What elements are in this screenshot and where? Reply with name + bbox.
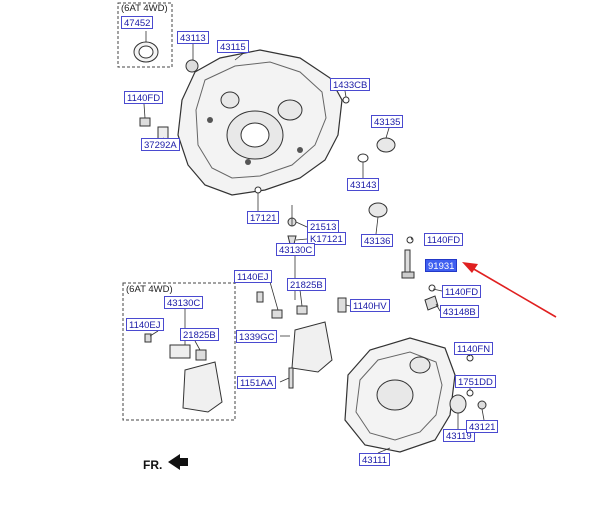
transmission-case-rear-drawing xyxy=(344,236,487,453)
part-label-43148b[interactable]: 43148B xyxy=(440,305,479,318)
part-label-91931-highlighted[interactable]: 91931 xyxy=(425,259,458,272)
part-label-1140fd-top[interactable]: 1140FD xyxy=(124,91,164,104)
front-direction-icon xyxy=(168,454,188,470)
part-label-1140fd-lower[interactable]: 1140FD xyxy=(442,285,482,298)
part-label-21825b-kit[interactable]: 21825B xyxy=(180,328,219,341)
oil-seal-drawing xyxy=(133,41,159,63)
part-label-43111[interactable]: 43111 xyxy=(359,453,391,466)
highlight-arrow xyxy=(462,262,557,318)
part-label-1140hv[interactable]: 1140HV xyxy=(350,299,390,312)
part-label-43136[interactable]: 43136 xyxy=(361,234,394,247)
part-label-1339gc[interactable]: 1339GC xyxy=(236,330,278,343)
kit-note-top: (6AT 4WD) xyxy=(121,3,168,14)
leader-lines xyxy=(143,31,485,454)
part-label-1151aa[interactable]: 1151AA xyxy=(237,376,277,389)
direction-label: FR. xyxy=(143,458,163,472)
mount-bracket-drawing xyxy=(144,291,347,413)
part-label-1751dd[interactable]: 1751DD xyxy=(455,375,496,388)
kit-box-left xyxy=(122,282,236,421)
kit-box-top xyxy=(117,2,173,68)
part-label-47452[interactable]: 47452 xyxy=(121,16,154,29)
part-label-43135[interactable]: 43135 xyxy=(371,115,404,128)
part-label-1140fn[interactable]: 1140FN xyxy=(454,342,494,355)
part-label-1433cb[interactable]: 1433CB xyxy=(330,78,371,91)
transmission-case-front-drawing xyxy=(177,49,343,196)
part-label-43113[interactable]: 43113 xyxy=(177,31,209,44)
part-label-21825b[interactable]: 21825B xyxy=(287,278,326,291)
part-label-43130c-kit[interactable]: 43130C xyxy=(164,296,204,309)
part-label-k17121[interactable]: K17121 xyxy=(307,232,346,245)
part-label-43121[interactable]: 43121 xyxy=(466,420,499,433)
kit-note-left: (6AT 4WD) xyxy=(126,284,173,295)
part-label-1140fd-mid[interactable]: 1140FD xyxy=(424,233,464,246)
part-label-43143[interactable]: 43143 xyxy=(347,178,380,191)
part-label-17121[interactable]: 17121 xyxy=(247,211,280,224)
part-label-43115[interactable]: 43115 xyxy=(217,40,249,53)
part-label-43130c[interactable]: 43130C xyxy=(276,243,316,256)
part-label-37292a[interactable]: 37292A xyxy=(141,138,180,151)
part-label-1140ej[interactable]: 1140EJ xyxy=(234,270,272,283)
part-label-1140ej-kit[interactable]: 1140EJ xyxy=(126,318,164,331)
